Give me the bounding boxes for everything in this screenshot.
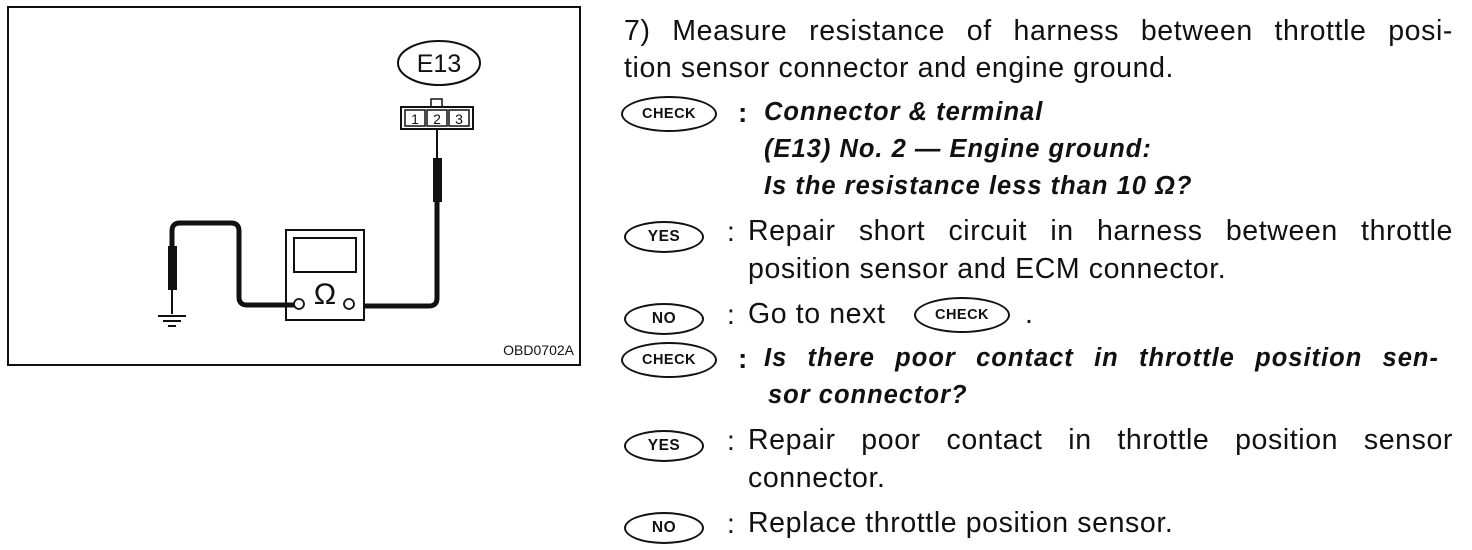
- no2-colon: :: [727, 508, 735, 539]
- step-text-line2: tion sensor connector and engine ground.: [624, 52, 1175, 84]
- no1-period: .: [1025, 298, 1034, 330]
- yes2-line2: connector.: [748, 462, 886, 494]
- pin-cell-3: [448, 109, 470, 127]
- yes1-line2: position sensor and ECM connector.: [748, 253, 1227, 285]
- ground-symbol-icon: [158, 315, 186, 327]
- next-check-badge: CHECK: [914, 297, 1010, 333]
- pin-cell-1: [404, 109, 426, 127]
- check-badge: CHECK: [621, 96, 717, 132]
- check2-line2: sor connector?: [768, 381, 968, 409]
- pin-cell-2: [426, 109, 448, 127]
- ohmmeter-display: [293, 237, 357, 273]
- no-badge: NO: [624, 303, 704, 335]
- check1-line2: (E13) No. 2 — Engine ground:: [764, 135, 1152, 163]
- wiring-diagram-figure: E13 1 2 3 Ω: [7, 6, 581, 366]
- no-colon: :: [727, 299, 735, 330]
- no-badge-2: NO: [624, 512, 704, 544]
- check2-line1: Is there poor contact in throttle positi…: [764, 344, 1439, 372]
- meter-terminal-right: [343, 298, 355, 310]
- connector-e13: 1 2 3: [400, 98, 474, 130]
- figure-code: OBD0702A: [503, 342, 574, 358]
- no1-text: Go to next: [748, 298, 886, 330]
- check1-line1: Connector & terminal: [764, 98, 1044, 126]
- connector-callout-ellipse: [397, 40, 481, 86]
- wiring-diagram: E13 1 2 3 Ω: [158, 40, 575, 358]
- check1-line3: Is the resistance less than 10 Ω?: [764, 172, 1193, 200]
- connector-id-label: E13: [417, 50, 461, 78]
- step-text-line1: 7) Measure resistance of harness between…: [624, 15, 1453, 47]
- pin-label-1: 1: [411, 111, 419, 127]
- check-badge-2: CHECK: [621, 342, 717, 378]
- check-colon: :: [738, 97, 748, 128]
- probe-tip-ground: [168, 246, 177, 290]
- ohm-symbol: Ω: [314, 278, 336, 311]
- connector-latch: [430, 98, 443, 108]
- check2-colon: :: [738, 343, 748, 374]
- ohmmeter: Ω: [285, 229, 365, 321]
- yes-badge: YES: [624, 221, 704, 253]
- yes1-line1: Repair short circuit in harness between …: [748, 215, 1453, 247]
- no2-text: Replace throttle position sensor.: [748, 507, 1174, 539]
- meter-terminal-left: [293, 298, 305, 310]
- yes-colon: :: [727, 216, 735, 247]
- yes2-line1: Repair poor contact in throttle position…: [748, 424, 1453, 456]
- yes-badge-2: YES: [624, 430, 704, 462]
- pin-label-2: 2: [433, 111, 441, 127]
- probe-lead-ground: [168, 220, 294, 314]
- probe-lead-connector: [354, 129, 442, 309]
- probe-tip-connector: [433, 158, 442, 202]
- pin-label-3: 3: [455, 111, 463, 127]
- yes2-colon: :: [727, 425, 735, 456]
